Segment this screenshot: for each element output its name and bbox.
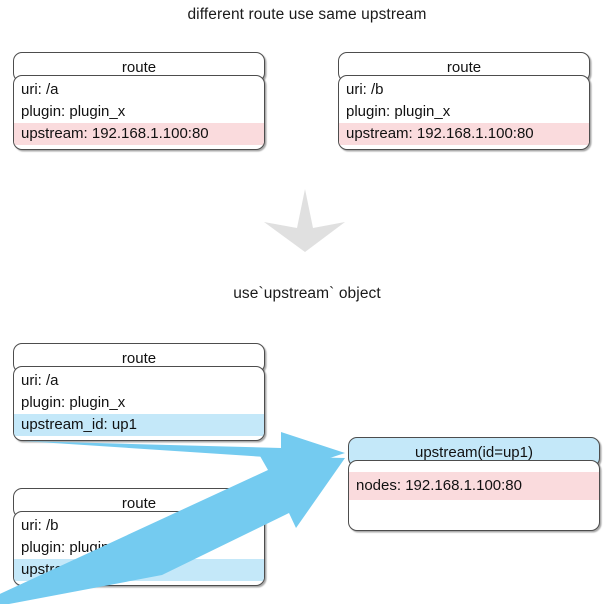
attr-upstream-id: upstream_id: up1 [14,559,264,581]
attr-plugin: plugin: plugin_y [21,539,126,556]
attr-plugin: plugin: plugin_x [346,103,451,120]
attr-upstream: upstream: 192.168.1.100:80 [339,123,589,145]
attr-plugin: plugin: plugin_x [21,103,126,120]
route-node-top-a: route uri: /a plugin: plugin_x upstream:… [13,52,265,150]
route-node-body: uri: /b plugin: plugin_x upstream: 192.1… [338,75,590,150]
transition-arrow-down-icon [264,189,345,252]
top-caption: different route use same upstream [187,6,427,23]
attr-plugin: plugin: plugin_x [21,394,126,411]
route-node-body: uri: /a plugin: plugin_x upstream: 192.1… [13,75,265,150]
route-node-body: uri: /b plugin: plugin_y upstream_id: up… [13,511,265,586]
attr-uri: uri: /b [346,81,384,98]
route-node-top-b: route uri: /b plugin: plugin_x upstream:… [338,52,590,150]
bottom-caption: use`upstream` object [233,285,381,302]
attr-uri: uri: /a [21,81,59,98]
attr-uri: uri: /a [21,372,59,389]
attr-upstream: upstream: 192.168.1.100:80 [14,123,264,145]
upstream-node-body: nodes: 192.168.1.100:80 [348,460,600,531]
upstream-node: upstream(id=up1) nodes: 192.168.1.100:80 [348,437,600,531]
route-node-bottom-a: route uri: /a plugin: plugin_x upstream_… [13,343,265,441]
route-node-bottom-b: route uri: /b plugin: plugin_y upstream_… [13,488,265,586]
attr-upstream-id: upstream_id: up1 [14,414,264,436]
attr-nodes: nodes: 192.168.1.100:80 [349,472,599,500]
route-node-body: uri: /a plugin: plugin_x upstream_id: up… [13,366,265,441]
attr-uri: uri: /b [21,517,59,534]
